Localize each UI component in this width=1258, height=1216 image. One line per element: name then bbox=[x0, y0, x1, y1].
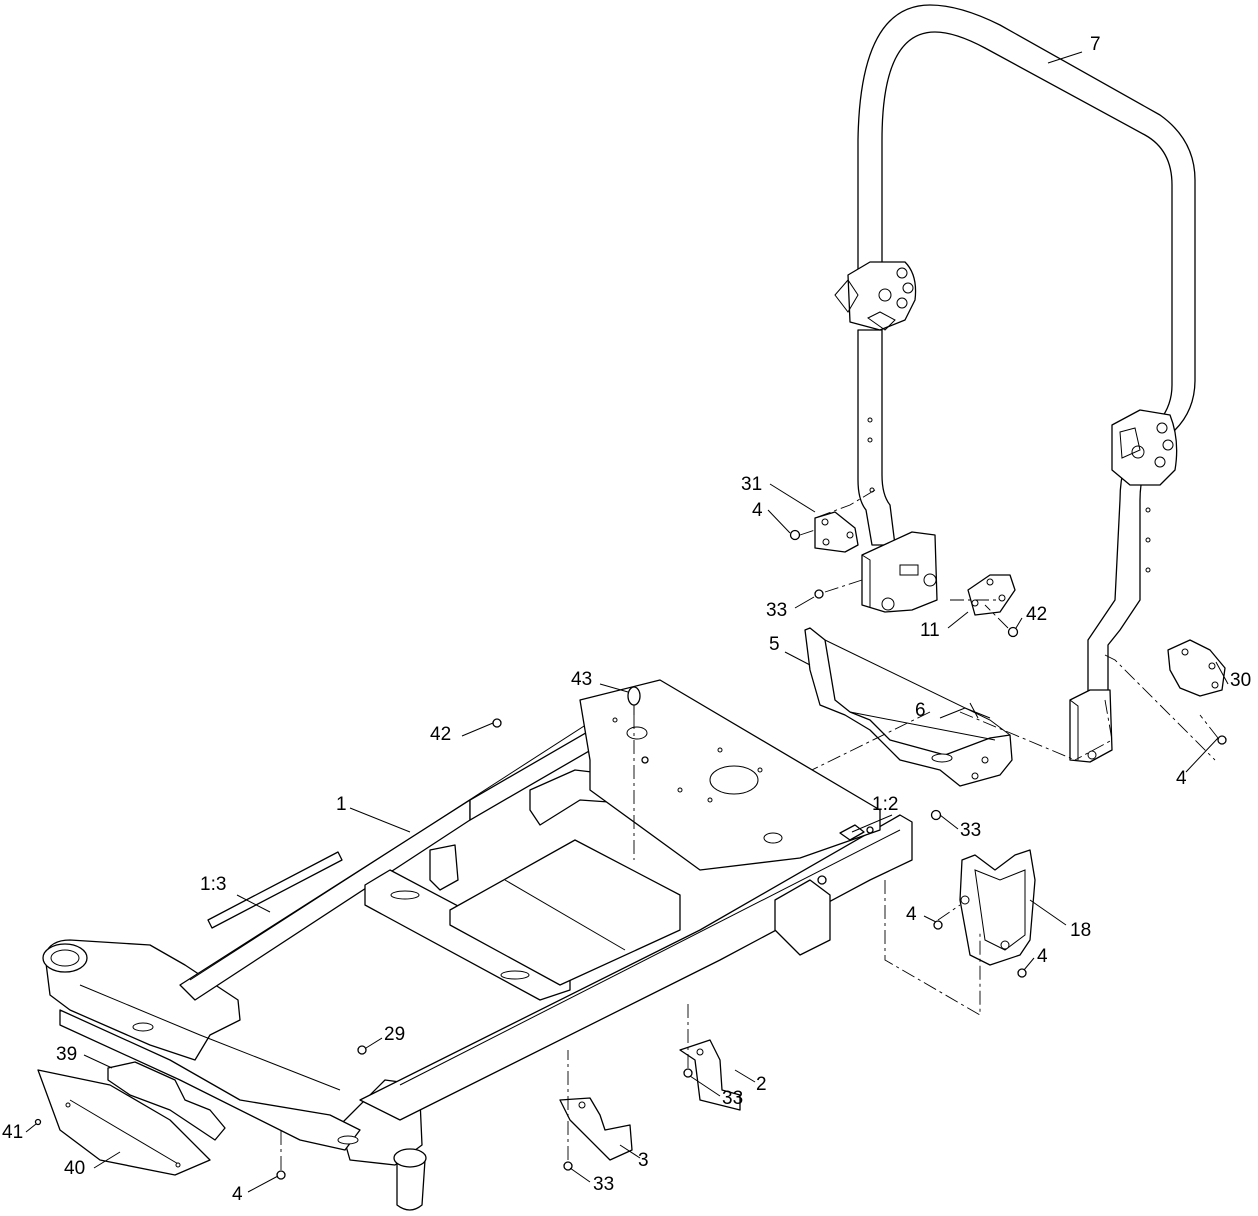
callout-30: 30 bbox=[1230, 670, 1251, 691]
callout-4: 4 bbox=[1176, 768, 1187, 789]
callout-40: 40 bbox=[64, 1158, 85, 1179]
roll-bar-part-7 bbox=[834, 4, 1196, 701]
decal-part-1-2 bbox=[839, 824, 865, 841]
callout-1-3: 1:3 bbox=[200, 874, 226, 895]
callout-39: 39 bbox=[56, 1044, 77, 1065]
bracket-part-18 bbox=[884, 849, 1036, 1016]
callout-42: 42 bbox=[430, 724, 451, 745]
callout-41: 41 bbox=[2, 1122, 23, 1143]
plate-part-30 bbox=[1167, 639, 1226, 697]
decal-part-1-3 bbox=[207, 851, 343, 929]
right-rollbar-mount bbox=[1069, 654, 1216, 763]
callout-7: 7 bbox=[1090, 34, 1101, 55]
callout-4: 4 bbox=[232, 1184, 243, 1205]
callout-11: 11 bbox=[920, 620, 940, 641]
callout-6: 6 bbox=[915, 700, 926, 721]
callout-18: 18 bbox=[1070, 920, 1091, 941]
callout-29: 29 bbox=[384, 1024, 405, 1045]
leader-lines bbox=[25, 51, 1229, 1193]
main-frame-part-1 bbox=[42, 679, 942, 1211]
callout-labels: 7 31 4 33 11 42 5 43 6 30 4 42 1 1:2 33 … bbox=[2, 34, 1251, 1205]
bracket-part-5 bbox=[804, 627, 1013, 787]
callout-4: 4 bbox=[1037, 946, 1048, 967]
plate-part-40 bbox=[37, 1069, 211, 1176]
callout-43: 43 bbox=[571, 669, 592, 690]
callout-33: 33 bbox=[766, 600, 787, 621]
callout-33: 33 bbox=[722, 1088, 743, 1109]
callout-4: 4 bbox=[906, 904, 917, 925]
callout-1: 1 bbox=[336, 794, 347, 815]
left-rollbar-mount bbox=[861, 531, 938, 613]
plate-part-39 bbox=[107, 1061, 226, 1141]
callout-42: 42 bbox=[1026, 604, 1047, 625]
callout-2: 2 bbox=[756, 1074, 767, 1095]
callout-5: 5 bbox=[769, 634, 780, 655]
plate-part-31 bbox=[814, 511, 859, 553]
callout-31: 31 bbox=[741, 474, 762, 495]
rollbar-fasteners bbox=[789, 489, 1227, 745]
callout-33: 33 bbox=[960, 820, 981, 841]
small-hardware bbox=[34, 904, 1027, 1180]
plate-part-11 bbox=[967, 574, 1016, 616]
callout-3: 3 bbox=[638, 1150, 649, 1171]
callout-1-2: 1:2 bbox=[872, 794, 898, 815]
callout-33: 33 bbox=[593, 1174, 614, 1195]
pin-part-43 bbox=[627, 686, 641, 860]
callout-4: 4 bbox=[752, 500, 763, 521]
